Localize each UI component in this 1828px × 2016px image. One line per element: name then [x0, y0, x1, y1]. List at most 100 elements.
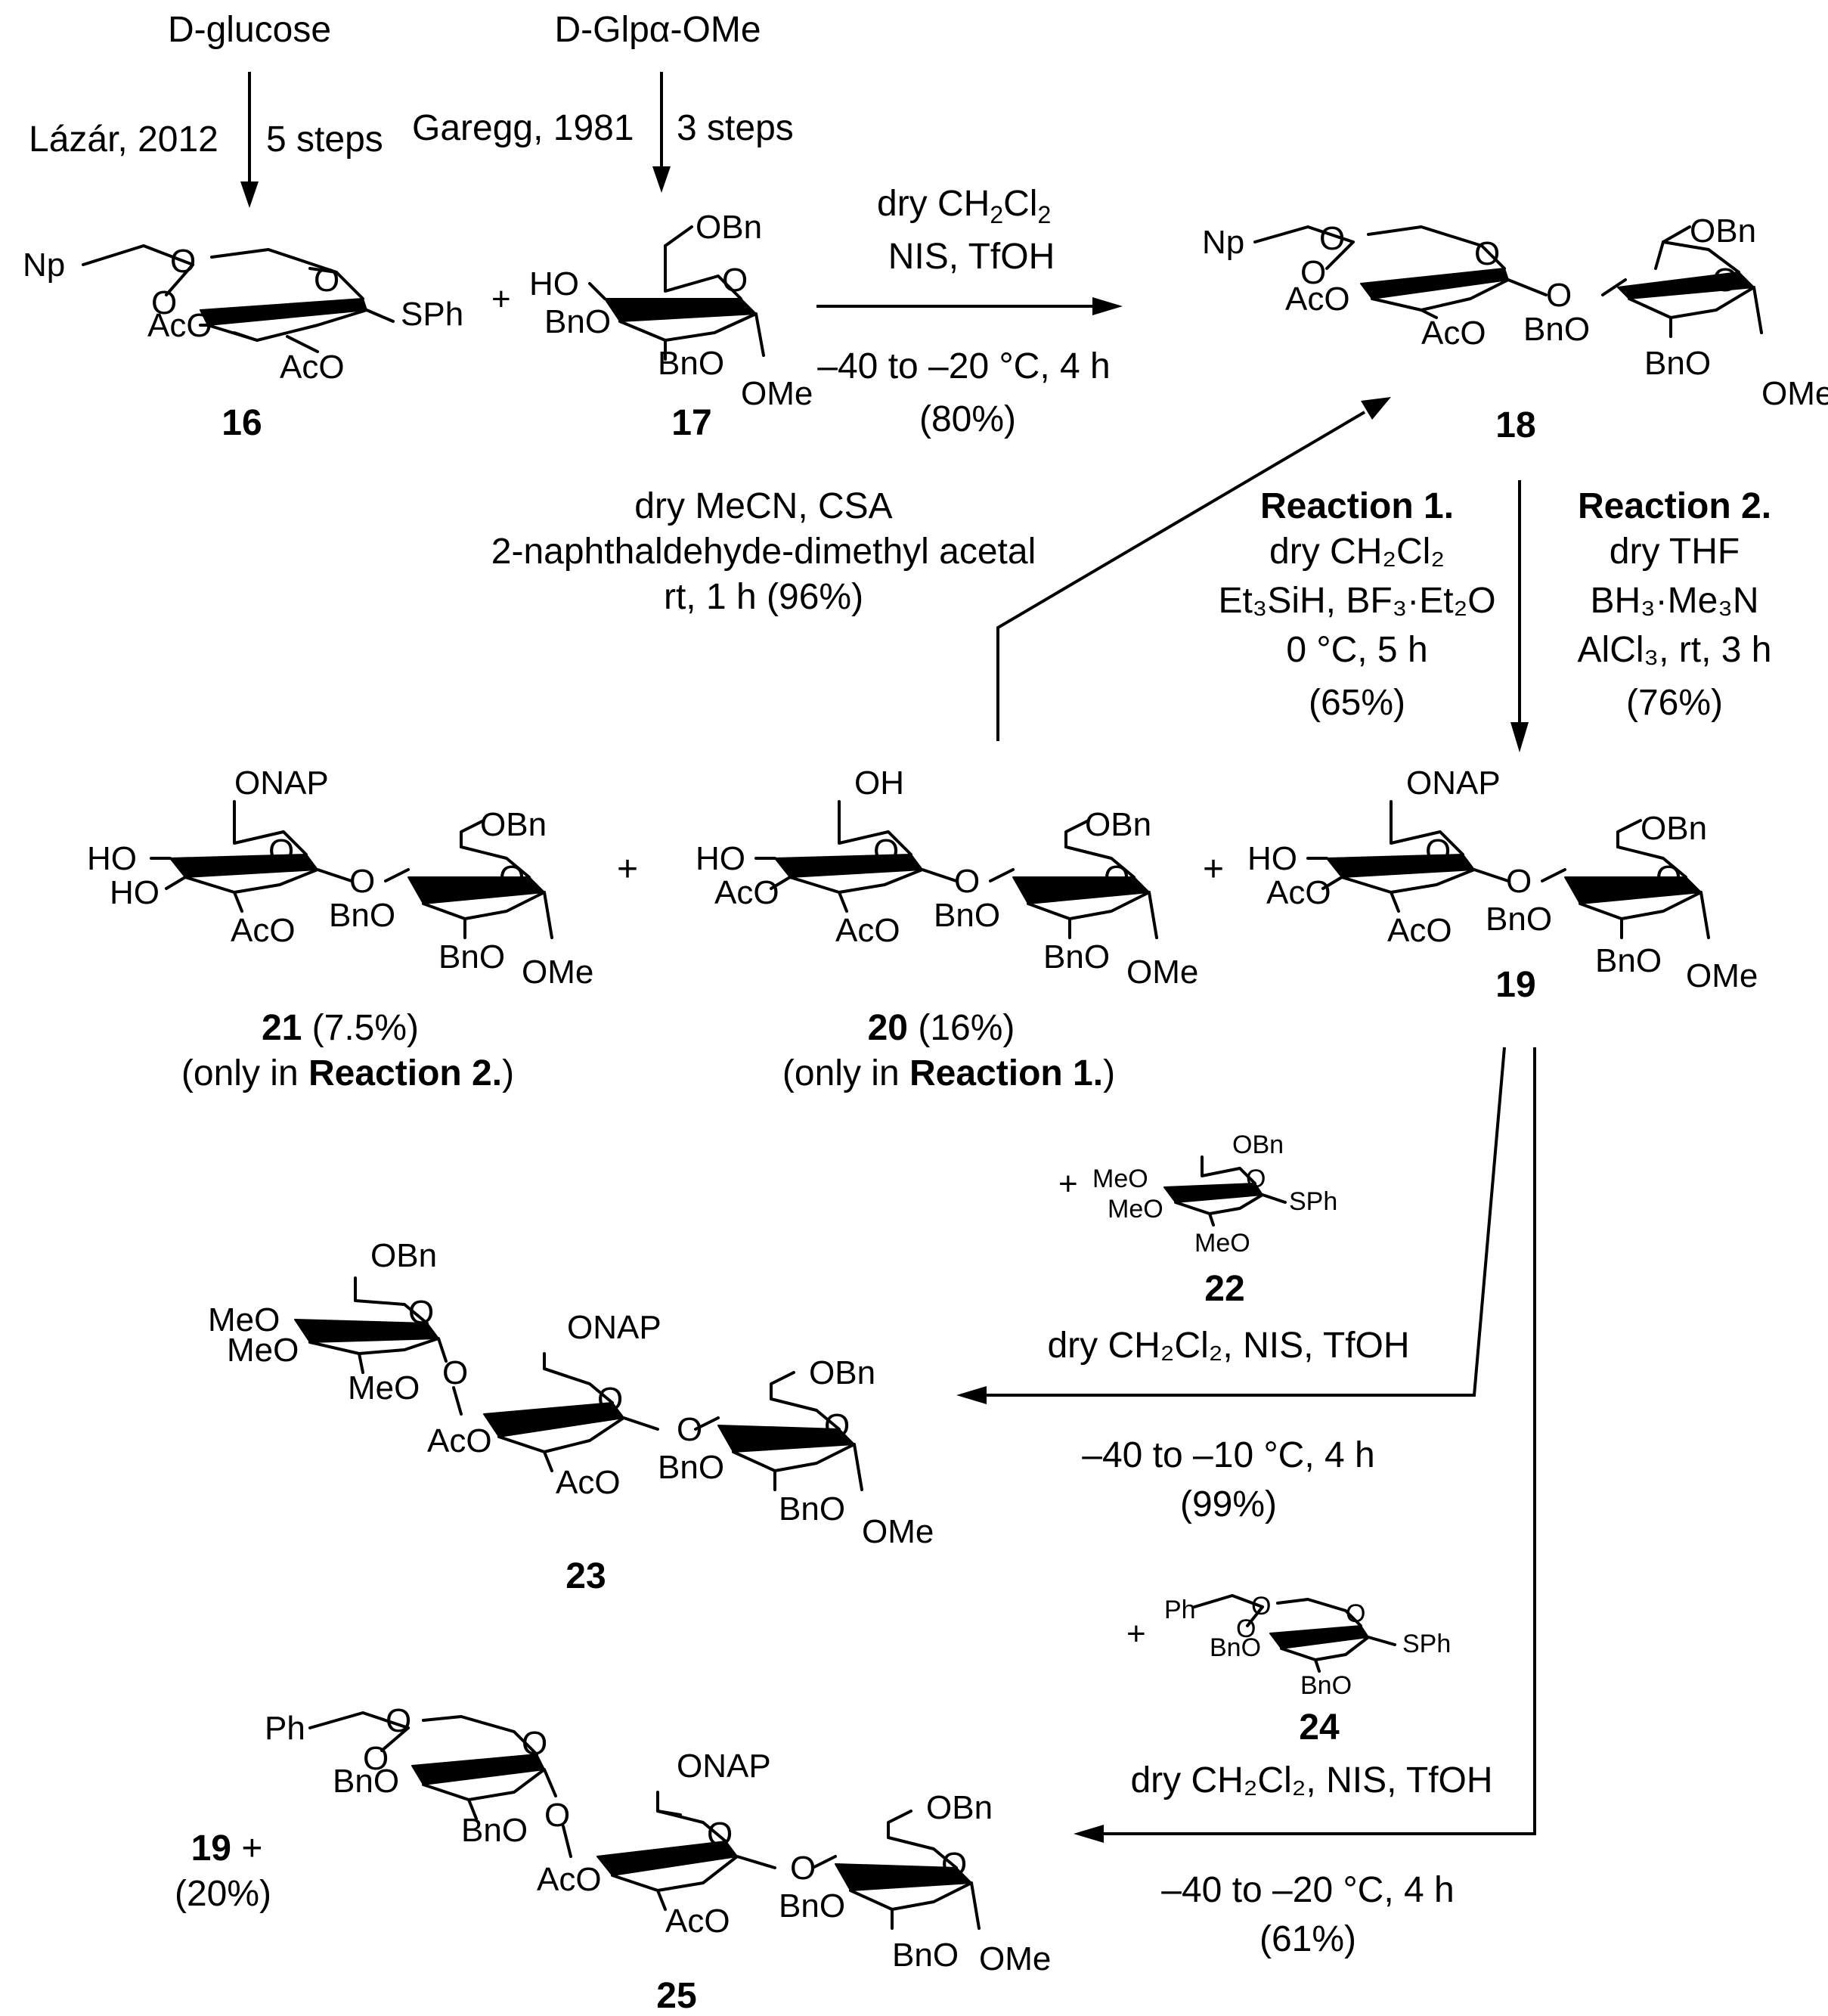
- group-ome: OMe: [979, 1940, 1051, 1977]
- group-o: O: [790, 1850, 816, 1887]
- group-bno: BnO: [934, 897, 1000, 934]
- bond: [308, 1711, 410, 1729]
- bond: [354, 1276, 429, 1325]
- group-o: O: [1236, 1614, 1256, 1643]
- glyc3-reagents: dry CH₂Cl₂, NIS, TfOH: [1130, 1760, 1492, 1800]
- text-part: 21: [262, 1008, 302, 1048]
- bond: [604, 298, 757, 322]
- bond: [664, 225, 693, 247]
- bond: [989, 868, 1015, 882]
- glyc2-temp: –40 to –10 °C, 4 h: [1082, 1435, 1374, 1475]
- reaction2-solvent: dry THF: [1610, 532, 1740, 572]
- bond: [970, 1881, 981, 1930]
- acetal-line1: dry MeCN, CSA: [634, 486, 892, 526]
- group-meo: MeO: [208, 1301, 280, 1338]
- bond: [1628, 286, 1755, 319]
- bond: [1027, 891, 1151, 920]
- label-16: 16: [222, 403, 262, 443]
- structure-20: OH O HO AcO AcO O OBn O BnO BnO OMe: [696, 765, 1198, 991]
- group-o: O: [386, 1702, 411, 1739]
- group-o: O: [1656, 859, 1681, 896]
- bond: [789, 868, 958, 894]
- group-bno: BnO: [1043, 938, 1110, 975]
- group-bno: BnO: [1210, 1633, 1261, 1662]
- bond: [543, 1450, 553, 1472]
- glyc3-temp: –40 to –20 °C, 4 h: [1161, 1870, 1454, 1910]
- plus-20-19: +: [1203, 849, 1224, 889]
- bond: [1654, 225, 1691, 270]
- glyc2-plus: +: [1058, 1165, 1078, 1202]
- structure-16: Np O O O AcO AcO SPh +: [23, 243, 511, 386]
- group-o: O: [442, 1354, 468, 1391]
- bond: [365, 309, 395, 323]
- group-o: O: [677, 1411, 702, 1448]
- bond: [308, 1337, 448, 1363]
- group-o: O: [363, 1740, 389, 1777]
- structure-18: Np O O O AcO AcO O BnO OBn O BnO OMe: [1202, 212, 1828, 412]
- group-o: O: [1104, 859, 1129, 896]
- bond: [200, 298, 367, 326]
- bond: [422, 891, 546, 920]
- reaction1-yield: (65%): [1309, 683, 1405, 723]
- label-17: 17: [671, 403, 711, 443]
- group-o: O: [522, 1725, 547, 1762]
- arrowhead-19-to-25: [1074, 1825, 1104, 1843]
- group-onap: ONAP: [234, 765, 329, 802]
- group-o: O: [544, 1797, 570, 1834]
- group-bno: BnO: [461, 1812, 528, 1849]
- bond: [656, 1889, 667, 1911]
- group-ome: OMe: [522, 954, 593, 991]
- bond: [543, 1367, 614, 1404]
- text-part: Reaction 1.: [909, 1053, 1103, 1093]
- group-obn: OBn: [1641, 810, 1707, 847]
- acetal-line2: 2-naphthaldehyde-dimethyl acetal: [491, 532, 1036, 572]
- group-bno: BnO: [1300, 1671, 1352, 1700]
- group-aco: AcO: [1266, 874, 1331, 911]
- group-aco: AcO: [427, 1422, 492, 1459]
- bond: [1193, 1594, 1264, 1608]
- bond: [384, 868, 410, 882]
- arrow-19-to-25: [1100, 1047, 1536, 1835]
- group-bno: BnO: [329, 897, 395, 934]
- group-obn: OBn: [926, 1789, 993, 1826]
- reaction1-temp: 0 °C, 5 h: [1286, 630, 1427, 670]
- bond: [460, 819, 485, 848]
- group-bno: BnO: [779, 1490, 845, 1528]
- start-d-glucose: D-glucose: [168, 10, 331, 50]
- reaction1-reagents: Et₃SiH, BF₃·Et₂O: [1218, 581, 1495, 621]
- bond: [562, 1825, 572, 1858]
- group-obn: OBn: [1232, 1131, 1284, 1159]
- text-part: Cl: [1003, 184, 1037, 224]
- bond: [770, 1397, 841, 1431]
- group-ph: Ph: [265, 1710, 305, 1747]
- text-part: ): [1103, 1053, 1115, 1093]
- bond: [770, 876, 792, 890]
- bond: [1326, 854, 1475, 878]
- group-aco: AcO: [835, 912, 900, 949]
- reaction1-title: Reaction 1.: [1260, 486, 1454, 526]
- bond: [1201, 1155, 1256, 1185]
- group-bno: BnO: [892, 1937, 959, 1974]
- structure-21: ONAP O HO HO AcO O OBn O BnO BnO OMe: [87, 765, 593, 991]
- group-sph: SPh: [1402, 1630, 1451, 1658]
- glyc1-solvent: dry CH2Cl2: [877, 184, 1051, 228]
- text-part: (16%): [908, 1008, 1015, 1048]
- group-o: O: [268, 833, 294, 870]
- label-21: 21 (7.5%): [262, 1008, 419, 1048]
- reaction2-title: Reaction 2.: [1578, 486, 1771, 526]
- structure-19: ONAP O HO AcO AcO O OBn O BnO BnO OMe: [1247, 765, 1758, 994]
- bond: [732, 1443, 856, 1472]
- text-part: 2: [990, 201, 1003, 228]
- bond: [1699, 891, 1710, 939]
- group-o: O: [1246, 1165, 1266, 1193]
- bond: [452, 1386, 463, 1416]
- group-aco: AcO: [714, 874, 779, 911]
- group-sph: SPh: [401, 296, 463, 333]
- bond: [169, 854, 318, 878]
- bond: [1208, 1212, 1215, 1227]
- bond: [887, 1810, 912, 1839]
- bond: [1616, 845, 1687, 879]
- bond: [656, 1810, 727, 1843]
- group-oh: OH: [854, 765, 904, 802]
